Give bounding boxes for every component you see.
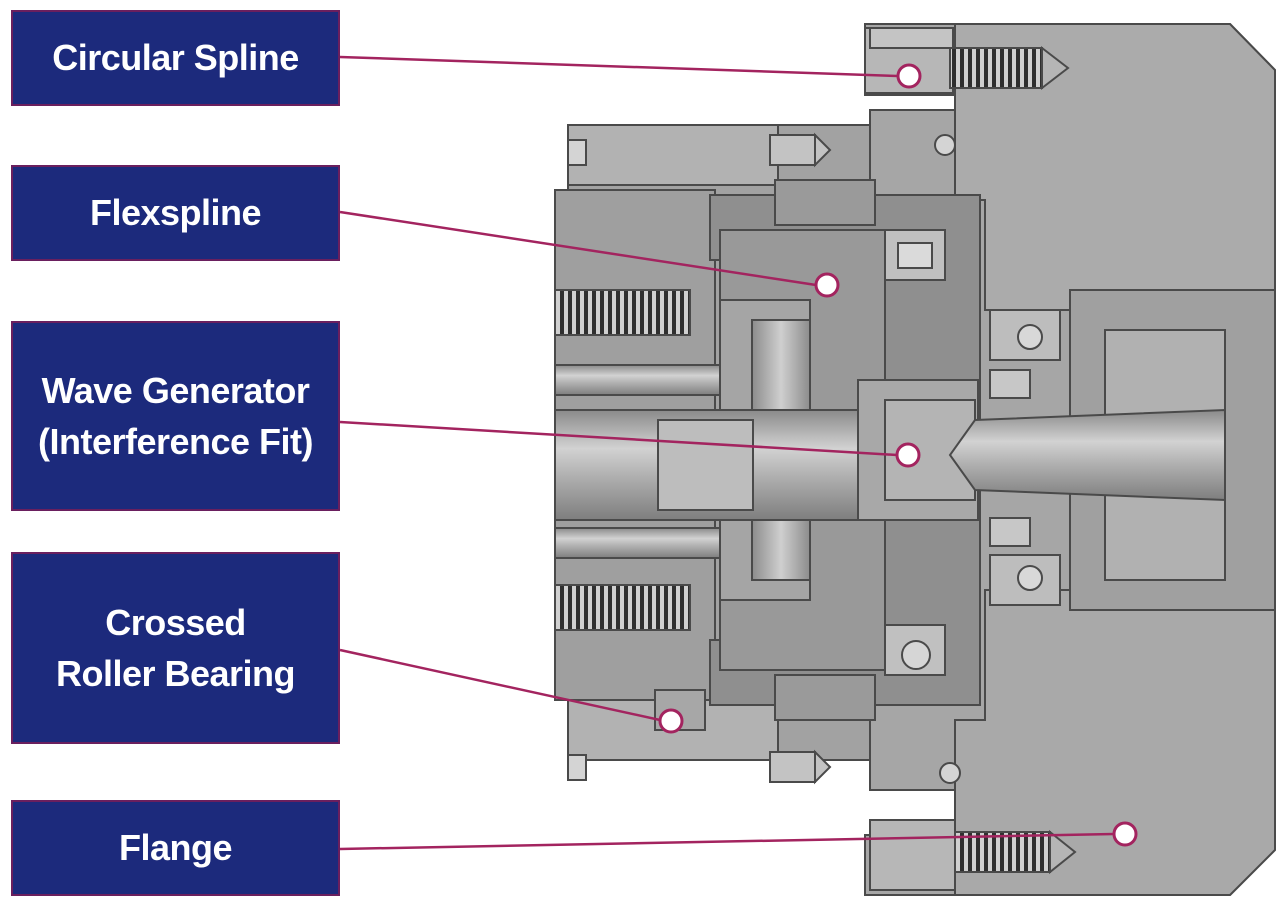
marker-crossed-roller-bearing [658, 708, 684, 734]
marker-circular-spline [896, 63, 922, 89]
output-shaft [948, 289, 1276, 611]
label-text-line-1: Crossed [105, 601, 246, 643]
leader-wave-generator [339, 420, 898, 457]
label-text-line-2: (Interference Fit) [37, 421, 314, 462]
label-text: Flange [118, 827, 233, 869]
marker-flexspline [814, 272, 840, 298]
label-flexspline: Flexspline [11, 165, 340, 261]
leader-crossed-roller-bearing [339, 648, 661, 722]
label-flange: Flange [11, 800, 340, 896]
marker-wave-generator [895, 442, 921, 468]
label-text: Flexspline [89, 192, 262, 234]
leader-flange [339, 832, 1115, 851]
leader-flexspline [339, 210, 817, 287]
flange-part [869, 819, 1077, 891]
leader-lines [339, 55, 1115, 851]
marker-flange [1112, 821, 1138, 847]
label-circular-spline: Circular Spline [11, 10, 340, 106]
marker-dots [658, 63, 1138, 847]
label-text-line-1: Wave Generator [41, 369, 310, 411]
label-wave-generator: Wave Generator (Interference Fit) [11, 321, 340, 511]
bearings [654, 134, 1061, 784]
leader-circular-spline [339, 55, 899, 78]
label-crossed-roller-bearing: Crossed Roller Bearing [11, 552, 340, 744]
label-text-line-2: Roller Bearing [55, 653, 296, 694]
label-text: Circular Spline [52, 37, 299, 79]
left-bolts [554, 289, 721, 631]
